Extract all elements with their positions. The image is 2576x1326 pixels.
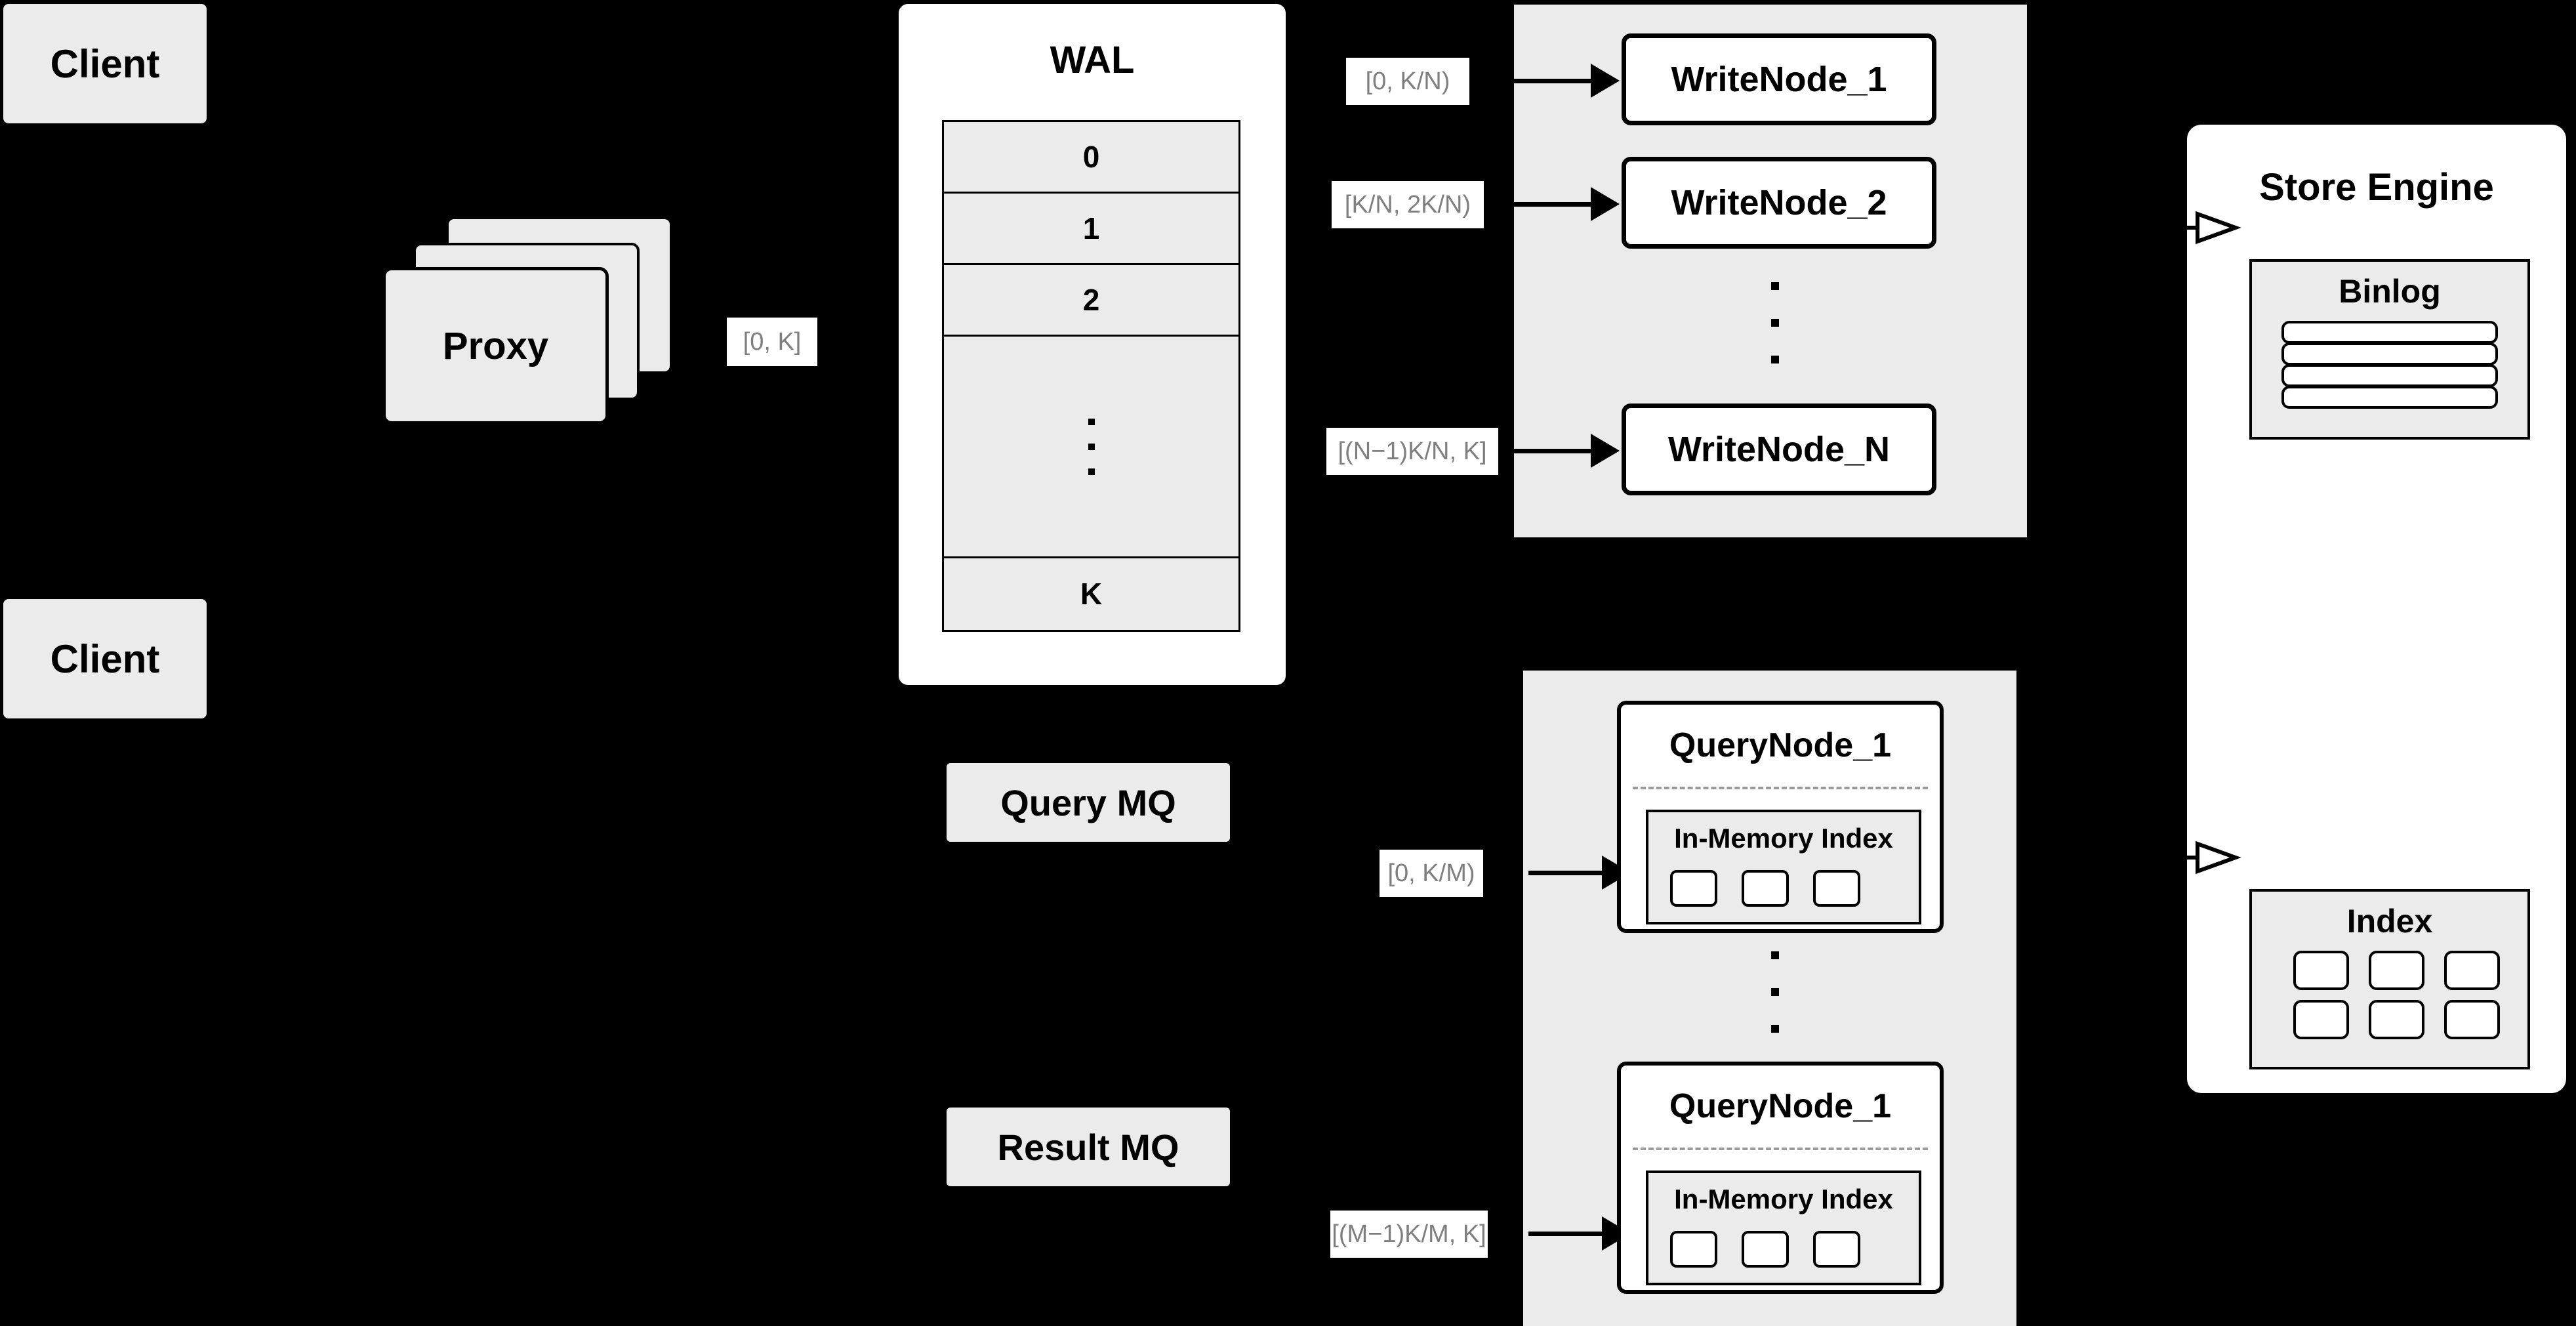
wal-title: WAL: [1050, 39, 1135, 81]
write-node-1-range-label: [0, K/N): [1346, 58, 1469, 105]
write-node-n-arrow-line: [1506, 449, 1595, 453]
binlog-inbound-arrow: [2159, 211, 2241, 245]
query-node-label: QueryNode_1: [1669, 726, 1892, 764]
query-node-1[interactable]: QueryNode_1 In-Memory Index: [1617, 701, 1944, 933]
write-node-1-arrow-line: [1506, 79, 1595, 83]
result-mq-box[interactable]: Result MQ: [947, 1108, 1230, 1186]
binlog-row[interactable]: [2281, 342, 2498, 365]
wal-table: 0 1 2 K: [942, 120, 1240, 632]
query-cluster-ellipsis: [1771, 951, 1779, 1033]
proxy-label: Proxy: [442, 324, 549, 367]
wal-container: WAL 0 1 2 K: [899, 4, 1286, 685]
index-cell[interactable]: [2444, 1000, 2500, 1039]
query-node-2[interactable]: QueryNode_1 In-Memory Index: [1617, 1062, 1944, 1294]
ellipsis-dot: [1771, 1025, 1779, 1033]
index-cell[interactable]: [2369, 951, 2424, 990]
write-node-1-arrow-head: [1591, 64, 1620, 98]
ellipsis-dot: [1771, 282, 1779, 290]
index-cell[interactable]: [1813, 1231, 1860, 1268]
wal-row[interactable]: 1: [944, 194, 1238, 266]
query-mq-label: Query MQ: [1000, 781, 1176, 823]
wal-row[interactable]: 2: [944, 265, 1238, 337]
write-node-2-arrow-line: [1506, 202, 1595, 207]
query-node-1-range-label: [0, K/M): [1380, 850, 1483, 897]
in-memory-index-panel: In-Memory Index: [1646, 810, 1921, 924]
ellipsis-dot: [1088, 468, 1095, 475]
wal-row[interactable]: 0: [944, 122, 1238, 194]
ellipsis-dot: [1771, 951, 1779, 959]
index-cell[interactable]: [1742, 1231, 1789, 1268]
index-cell[interactable]: [1813, 870, 1860, 907]
query-node-2-range-label: [(M−1)K/M, K]: [1330, 1211, 1488, 1258]
store-engine-title: Store Engine: [2259, 166, 2494, 209]
index-cell[interactable]: [1670, 870, 1717, 907]
index-cell[interactable]: [2369, 1000, 2424, 1039]
query-node-2-arrow-line: [1528, 1232, 1606, 1236]
write-node-n[interactable]: WriteNode_N: [1622, 404, 1936, 495]
query-node-label: QueryNode_1: [1669, 1087, 1892, 1125]
index-cell[interactable]: [2293, 1000, 2349, 1039]
ellipsis-dot: [1088, 418, 1095, 425]
binlog-row[interactable]: [2281, 321, 2498, 344]
index-cell[interactable]: [2444, 951, 2500, 990]
write-node-2-range-label: [K/N, 2K/N): [1332, 181, 1484, 228]
index-cell[interactable]: [2293, 951, 2349, 990]
ellipsis-dot: [1771, 319, 1779, 327]
ellipsis-dot: [1088, 443, 1095, 450]
write-cluster-ellipsis: [1771, 282, 1779, 363]
write-node-1[interactable]: WriteNode_1: [1622, 33, 1936, 125]
client-label: Client: [50, 41, 160, 86]
index-panel: Index: [2249, 889, 2530, 1069]
wal-row[interactable]: K: [944, 558, 1238, 630]
write-node-n-range-label: [(N−1)K/N, K]: [1326, 428, 1498, 475]
binlog-row[interactable]: [2281, 364, 2498, 387]
index-inbound-arrow: [2159, 840, 2241, 875]
in-memory-index-title: In-Memory Index: [1674, 823, 1893, 854]
binlog-panel: Binlog: [2249, 259, 2530, 440]
client-label: Client: [50, 636, 160, 681]
binlog-title: Binlog: [2339, 273, 2441, 310]
index-cell[interactable]: [1670, 1231, 1717, 1268]
proxy-box[interactable]: Proxy: [382, 267, 609, 425]
write-node-label: WriteNode_2: [1671, 183, 1887, 222]
query-mq-box[interactable]: Query MQ: [947, 763, 1230, 842]
in-memory-index-title: In-Memory Index: [1674, 1184, 1893, 1214]
write-node-label: WriteNode_1: [1671, 60, 1887, 99]
query-node-1-arrow-line: [1528, 871, 1606, 875]
in-memory-index-panel: In-Memory Index: [1646, 1171, 1921, 1285]
write-node-n-arrow-head: [1591, 434, 1620, 468]
proxy-range-label: [0, K]: [727, 318, 817, 366]
ellipsis-dot: [1771, 356, 1779, 363]
ellipsis-dot: [1771, 988, 1779, 996]
index-title: Index: [2346, 903, 2433, 940]
store-engine-container: Store Engine Binlog Index: [2187, 125, 2566, 1093]
wal-row-ellipsis: [944, 337, 1238, 558]
write-node-label: WriteNode_N: [1667, 430, 1891, 469]
write-node-2[interactable]: WriteNode_2: [1622, 157, 1936, 249]
write-node-2-arrow-head: [1591, 187, 1620, 221]
query-node-divider: [1633, 1148, 1928, 1150]
binlog-row[interactable]: [2281, 386, 2498, 409]
client-box-2[interactable]: Client: [3, 599, 207, 718]
index-cell[interactable]: [1742, 870, 1789, 907]
client-box-1[interactable]: Client: [3, 4, 207, 123]
query-node-divider: [1633, 787, 1928, 789]
result-mq-label: Result MQ: [997, 1126, 1179, 1168]
